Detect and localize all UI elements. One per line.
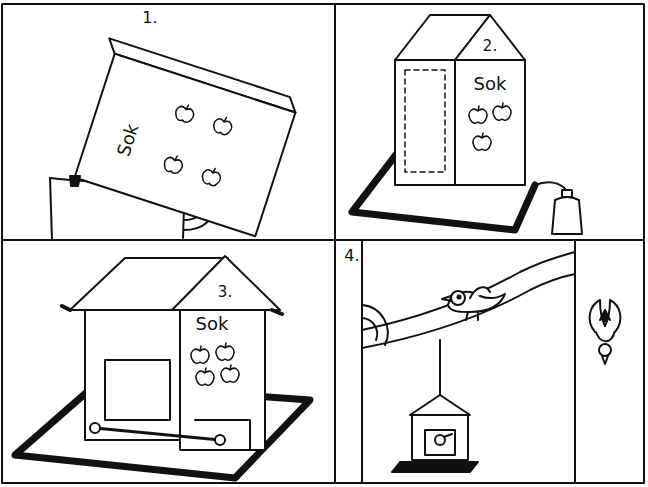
tree <box>362 240 575 483</box>
panel-divider <box>2 239 644 241</box>
step-number: 2. <box>483 39 497 54</box>
glue-bottle <box>535 182 582 234</box>
frame <box>2 4 644 483</box>
juice-stream <box>70 176 80 186</box>
bird <box>590 300 621 364</box>
panel-divider <box>334 4 336 483</box>
step-number: 3. <box>218 285 232 300</box>
step-number: 4. <box>344 248 359 264</box>
step-number: 1. <box>142 10 157 26</box>
juice-carton <box>395 15 525 185</box>
carton-text: Sok <box>196 315 229 333</box>
bird <box>442 287 505 320</box>
juice-carton <box>65 38 299 236</box>
carton-text: Sok <box>114 122 141 159</box>
bird-feeder <box>62 256 282 450</box>
carton-text: Sok <box>474 75 507 93</box>
bird-feeder <box>392 340 478 472</box>
